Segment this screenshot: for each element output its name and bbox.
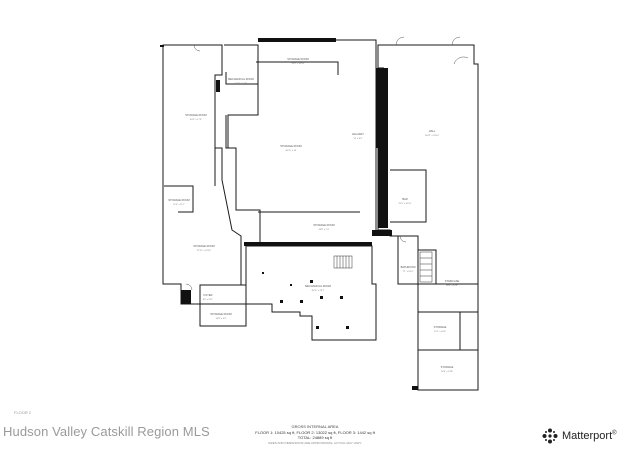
thick-walls: [160, 38, 418, 390]
room-label-foyer: FOYER: [204, 293, 213, 297]
room-label-hallway: HALLWAY: [352, 132, 364, 136]
room-label-staircase: STAIRCASE: [445, 279, 460, 283]
room-dims-foyer: 8'6" x 5'11": [203, 299, 214, 301]
gross-area-block: GROSS INTERNAL AREA FLOOR 1: 10425 sq ft…: [240, 424, 390, 446]
room-label-mechanical-top: MECHANICAL ROOM: [228, 77, 254, 81]
room-dims-storage-mid: 40'8" x 7'4": [319, 229, 330, 231]
room-label-storage-sw: STORAGE ROOM: [193, 244, 214, 248]
room-label-storage-center: STORAGE ROOM: [280, 144, 301, 148]
room-labels: STORAGE ROOM 40'3" x 17'6" STORAGE ROOM …: [168, 57, 459, 373]
room-dims-storage-small: 12'4" x 11'7": [173, 204, 185, 206]
room-dims-storage-se1: 12'2" x 10'9": [434, 331, 446, 333]
room-label-mechanical-mid: MECHANICAL ROOM: [305, 284, 331, 288]
room-dims-storage-low: 14'8" x 6'4": [216, 318, 227, 320]
room-dims-storage-west: 40'3" x 17'6": [190, 119, 202, 121]
matterport-logo-icon: [542, 428, 558, 444]
room-dims-storage-center: 46'11" x 33': [285, 150, 297, 152]
room-label-storage-top: STORAGE ROOM: [287, 57, 308, 61]
room-dims-mechanical-top: 16'3" x 10'9": [235, 83, 247, 85]
matterport-logo: Matterport®: [542, 428, 617, 444]
mls-watermark: Hudson Valley Catskill Region MLS: [3, 424, 210, 439]
stairs: [333, 251, 433, 283]
room-dims-storage-se2: 16'6" x 13'8": [441, 371, 453, 373]
floor-tag: FLOOR 2: [14, 410, 32, 415]
room-label-storage-small: STORAGE ROOM: [168, 198, 189, 202]
room-dims-mechanical-mid: 35'11" x 29'7": [311, 290, 324, 292]
room-label-storage-se2: STORAGE: [441, 365, 454, 369]
room-dims-storage-sw: 22'11" x 19'10": [197, 250, 211, 252]
room-label-storage-west: STORAGE ROOM: [185, 113, 206, 117]
area-disclaimer: SIZES AND DIMENSIONS ARE APPROXIMATE, AC…: [268, 440, 362, 445]
brand-name: Matterport: [562, 430, 613, 442]
room-dims-hall-east: 103'2" x 23'10": [425, 135, 440, 137]
total-area: TOTAL: 24889 sq ft: [297, 435, 333, 440]
doors: [185, 36, 469, 291]
room-label-bar: BAR: [402, 197, 407, 201]
walls: [162, 39, 479, 391]
room-label-storage-low: STORAGE ROOM: [210, 312, 231, 316]
room-dims-staircase: 28'4" x 10'9": [446, 285, 458, 287]
floor-areas: FLOOR 1: 10425 sq ft, FLOOR 2: 13022 sq …: [255, 429, 375, 435]
columns: [216, 80, 349, 329]
room-dims-bathroom: 7'1" x 6'10": [403, 271, 414, 273]
room-label-bathroom: BATHROOM: [401, 265, 416, 269]
room-label-hall-east: HALL: [429, 129, 436, 133]
gross-area-title: GROSS INTERNAL AREA: [291, 424, 339, 429]
room-dims-storage-top: 15'5" x 10'10": [291, 63, 304, 65]
room-dims-hallway: 52' x 8'4": [354, 138, 363, 140]
room-label-storage-mid: STORAGE ROOM: [313, 223, 334, 227]
brand-reg: ®: [612, 430, 617, 437]
room-dims-bar: 15'2" x 10'10": [398, 203, 411, 205]
room-label-storage-se1: STORAGE: [434, 325, 447, 329]
